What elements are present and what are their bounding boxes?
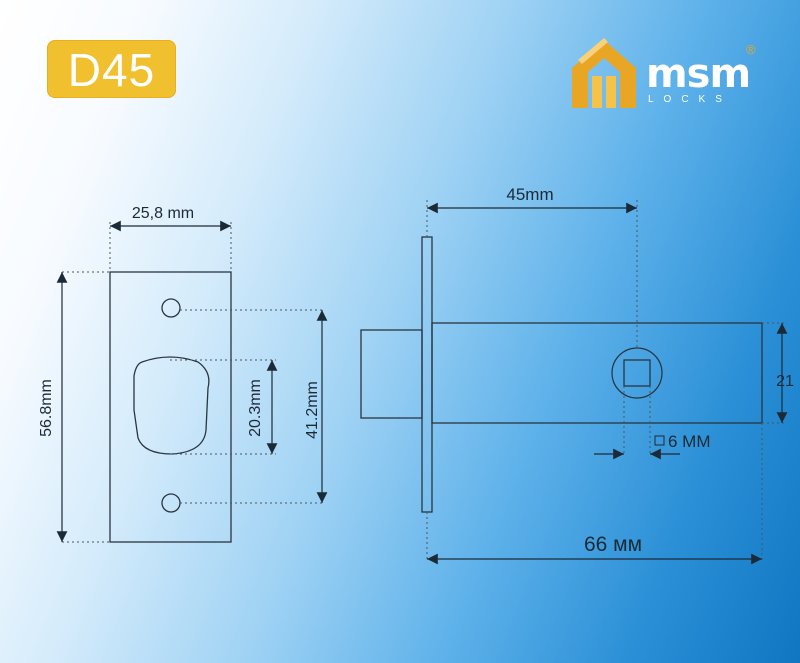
strike-plate [109, 271, 232, 543]
square-symbol-icon [654, 435, 665, 446]
latch-case [431, 322, 763, 424]
registered-mark: ® [746, 42, 756, 57]
latch-body [360, 236, 763, 513]
plate-width-label: 25,8 mm [132, 205, 194, 222]
backset-label: 45mm [506, 185, 553, 204]
strike-hole-top [161, 298, 181, 318]
spindle-hole [623, 359, 651, 387]
brand-logo: msm LOCKS ® [568, 34, 768, 114]
body-height-label: 21 [776, 373, 794, 390]
latch-bolt [360, 329, 423, 419]
strike-hole-bottom [161, 493, 181, 513]
brand-subtitle: LOCKS [648, 94, 732, 105]
plate-height-label: 56.8mm [38, 379, 55, 437]
strike-extension-lines [62, 222, 322, 543]
brand-name: msm [646, 51, 751, 97]
spindle-label: 6 MM [668, 432, 711, 451]
hole-spacing-label: 41.2mm [304, 381, 321, 439]
total-length-label: 66 мм [584, 533, 642, 556]
latch-faceplate [421, 236, 433, 513]
latch-extension-lines [426, 200, 786, 562]
model-badge-text: D45 [67, 44, 156, 96]
spindle-hub [611, 347, 663, 399]
strike-latch-opening [133, 356, 210, 455]
model-badge: D45 [47, 40, 176, 98]
strike-plate-outline [109, 271, 232, 543]
house-logo-icon [572, 38, 636, 108]
opening-height-label: 20.3mm [247, 379, 264, 437]
